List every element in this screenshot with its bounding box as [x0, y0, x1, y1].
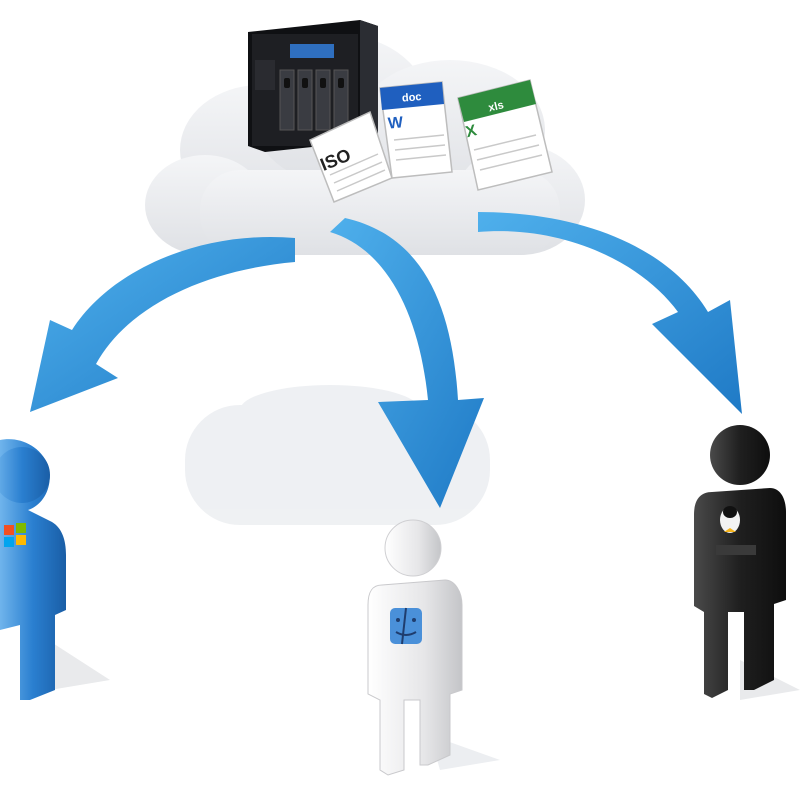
- word-document: doc W: [379, 81, 453, 179]
- linux-user-icon: [694, 425, 800, 700]
- excel-document: xls X: [457, 79, 553, 191]
- windows-logo-icon: [4, 523, 26, 547]
- arrow-to-right-user: [478, 212, 742, 414]
- mac-logo-icon: [390, 607, 422, 645]
- mac-user-icon: [367, 519, 500, 776]
- nas-device: [248, 20, 378, 152]
- word-header-text: doc: [402, 91, 423, 105]
- linux-tux-icon: [716, 506, 756, 555]
- excel-label: X: [464, 122, 479, 141]
- windows-user-icon: [0, 439, 110, 700]
- word-label: W: [387, 114, 404, 132]
- arrow-to-center-user: [330, 218, 484, 508]
- iso-document: ISO: [309, 110, 393, 203]
- excel-header-text: xls: [487, 99, 505, 114]
- arrow-to-left-user: [30, 236, 295, 412]
- device-screen: [290, 44, 334, 58]
